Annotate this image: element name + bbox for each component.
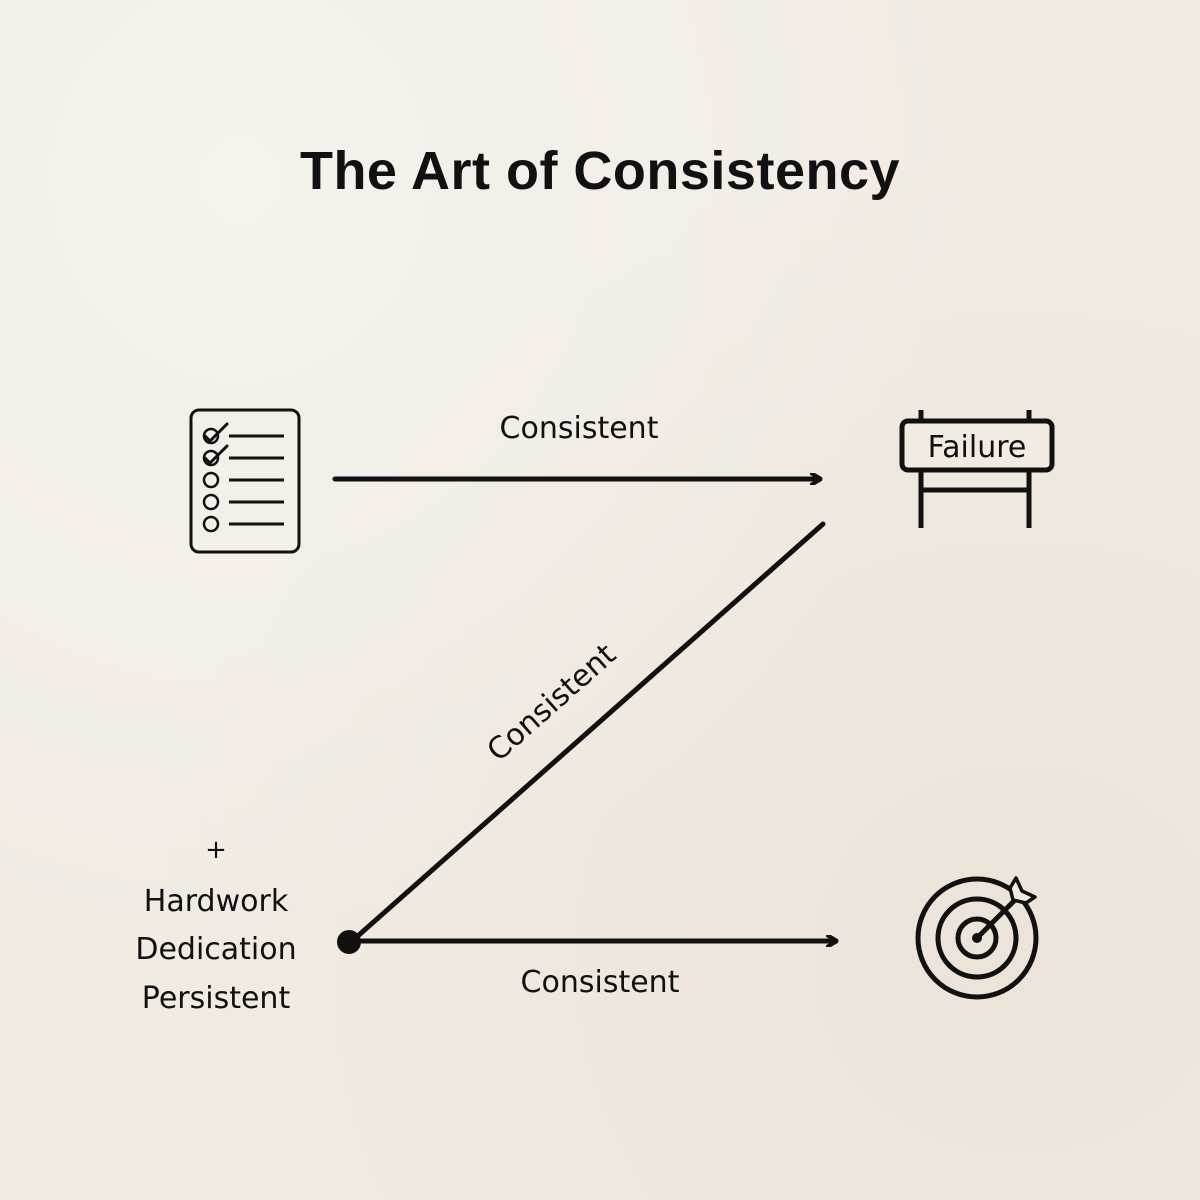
quality-persistent: Persistent bbox=[142, 981, 291, 1016]
diagonal-edge-label: Consistent bbox=[481, 637, 623, 769]
page-title: The Art of Consistency bbox=[299, 141, 901, 201]
top-edge-label: Consistent bbox=[500, 411, 659, 446]
quality-hardwork: Hardwork bbox=[144, 884, 289, 919]
bottom-edge-label: Consistent bbox=[521, 965, 680, 1000]
plus-sign: + bbox=[205, 835, 227, 865]
qualities-list: + Hardwork Dedication Persistent bbox=[135, 835, 296, 1016]
checklist-icon bbox=[189, 408, 301, 554]
target-with-arrow-icon bbox=[915, 876, 1039, 1000]
failure-sign-label: Failure bbox=[928, 430, 1027, 465]
quality-dedication: Dedication bbox=[135, 932, 296, 967]
start-dot bbox=[337, 930, 361, 954]
road-barrier-sign-icon: Failure bbox=[899, 410, 1055, 528]
diagonal-line bbox=[348, 521, 826, 945]
